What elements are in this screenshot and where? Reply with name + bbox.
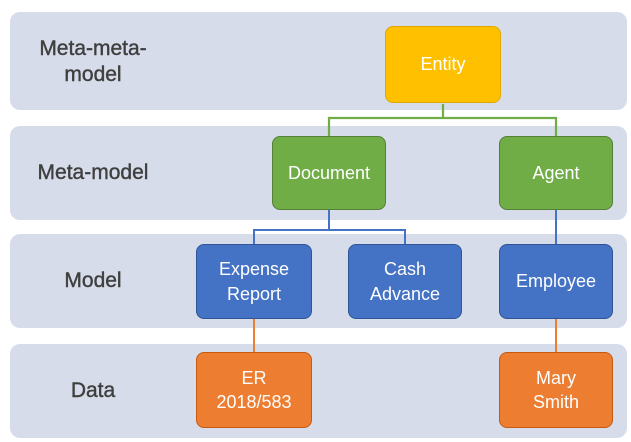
- node-entity: Entity: [385, 26, 501, 103]
- node-document: Document: [272, 136, 386, 210]
- level-label-meta-meta-model-line2: model: [64, 63, 122, 87]
- level-label-data: Data: [70, 379, 116, 402]
- node-er-instance-line2: 2018/583: [216, 392, 292, 412]
- node-entity-label: Entity: [420, 54, 466, 75]
- level-label-meta-meta-model: Meta-meta- model: [18, 36, 168, 89]
- level-band-meta-meta-model: [10, 12, 627, 110]
- node-cash-advance-line2: Advance: [369, 283, 441, 304]
- node-expense-report: Expense Report: [196, 244, 312, 319]
- node-er-instance-line1: ER: [241, 367, 267, 388]
- connector-document-to-models: [253, 229, 406, 244]
- node-expense-report-line2: Report: [226, 283, 282, 304]
- node-er-instance: ER 2018/583: [196, 352, 312, 428]
- level-label-meta-model: Meta-model: [37, 161, 149, 184]
- node-cash-advance-line1: Cash: [383, 259, 427, 280]
- connector-entity-to-meta-model: [327, 116, 558, 137]
- level-label-meta-meta-model-line1: Meta-meta-: [39, 37, 147, 60]
- node-mary-smith: Mary Smith: [499, 352, 613, 428]
- node-cash-advance: Cash Advance: [348, 244, 462, 319]
- node-agent-label: Agent: [532, 162, 580, 183]
- node-employee: Employee: [499, 244, 613, 319]
- node-employee-label: Employee: [515, 271, 597, 292]
- level-label-model: Model: [64, 269, 122, 292]
- node-mary-smith-line2: Smith: [532, 392, 579, 412]
- node-mary-smith-line1: Mary: [536, 367, 576, 388]
- node-agent: Agent: [499, 136, 613, 210]
- node-document-label: Document: [287, 162, 371, 183]
- node-expense-report-line1: Expense: [218, 259, 290, 280]
